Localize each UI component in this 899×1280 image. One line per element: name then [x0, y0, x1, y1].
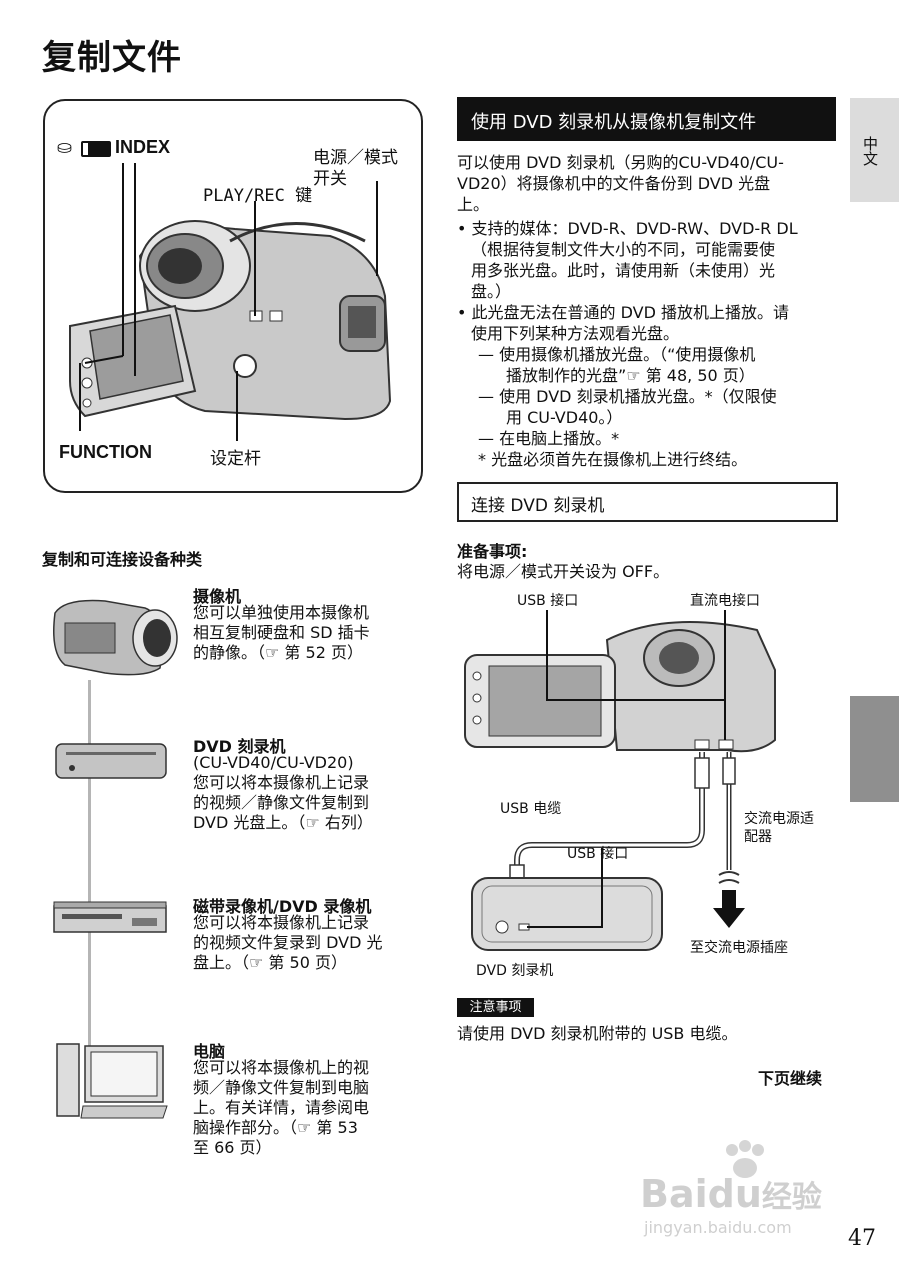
device-desc-line: 相互复制硬盘和 SD 插卡 — [193, 623, 370, 642]
devices-heading: 复制和可连接设备种类 — [42, 550, 203, 569]
text-line: 用 CU-VD40。） — [506, 408, 623, 427]
device-desc-line: 盘上。（☞ 第 50 页） — [193, 953, 347, 972]
continued-label: 下页继续 — [758, 1069, 823, 1088]
baidu-watermark: Baidu经验 jingyan.baidu.com — [640, 1140, 850, 1240]
device-description: 您可以将本摄像机上记录 的视频文件复录到 DVD 光 盘上。（☞ 第 50 页） — [193, 913, 413, 973]
watermark-text: 经验 — [761, 1180, 822, 1215]
usb-port-label: USB 接口 — [517, 593, 579, 609]
camera-controls-diagram: ⛀ INDEX 电源／模式 开关 PLAY/REC 键 FUNCTION 设定杆 — [43, 99, 423, 493]
section-tab — [850, 696, 899, 802]
outlet-label: 至交流电源插座 — [690, 940, 788, 956]
connection-diagram — [464, 610, 776, 951]
device-desc-line: 的视频文件复录到 DVD 光 — [193, 933, 383, 952]
text-line: 上。 — [457, 195, 490, 214]
watermark-url: jingyan.baidu.com — [644, 1218, 792, 1237]
computer-icon — [56, 1043, 168, 1119]
device-description: 您可以单独使用本摄像机 相互复制硬盘和 SD 插卡 的静像。（☞ 第 52 页） — [193, 603, 413, 663]
text-line: VD20）将摄像机中的文件备份到 DVD 光盘 — [457, 174, 771, 193]
device-desc-line: 您可以单独使用本摄像机 — [193, 603, 370, 622]
text-line: — 在电脑上播放。* — [478, 429, 620, 448]
playback-bullet: • 此光盘无法在普通的 DVD 播放机上播放。请 使用下列某种方法观看光盘。 — [457, 302, 842, 344]
text-line: 用多张光盘。此时，请使用新（未使用）光 — [471, 261, 776, 280]
section-heading-text: 使用 DVD 刻录机从摄像机复制文件 — [471, 112, 757, 133]
section-heading: 使用 DVD 刻录机从摄像机复制文件 — [457, 97, 836, 141]
device-desc-line: 脑操作部分。（☞ 第 53 — [193, 1118, 358, 1137]
device-desc-line: 您可以将本摄像机上的视 — [193, 1058, 370, 1077]
vcr-icon — [53, 901, 167, 933]
text-line: • 支持的媒体：DVD-R、DVD-RW、DVD-R DL — [457, 219, 798, 238]
prep-text: 将电源／模式开关设为 OFF。 — [457, 562, 670, 581]
language-tab: 中文 — [850, 98, 899, 202]
text-line: （根据待复制文件大小的不同，可能需要使 — [471, 240, 776, 259]
text-line: 盘。） — [471, 282, 512, 301]
text-line: 可以使用 DVD 刻录机（另购的CU-VD40/CU- — [457, 153, 784, 172]
media-bullet: • 支持的媒体：DVD-R、DVD-RW、DVD-R DL （根据待复制文件大小… — [457, 218, 842, 302]
battery-icon — [81, 141, 111, 157]
dvd-writer-label: DVD 刻录机 — [476, 963, 554, 979]
device-desc-line: 的静像。（☞ 第 52 页） — [193, 643, 363, 662]
dvd-writer-icon — [55, 743, 167, 779]
footnote-text: * 光盘必须首先在摄像机上进行终结。 — [478, 450, 748, 469]
set-lever-label: 设定杆 — [210, 449, 261, 469]
text-line: 使用下列某种方法观看光盘。 — [471, 324, 680, 343]
device-title: 摄像机 — [193, 587, 242, 606]
prep-title: 准备事项: — [457, 542, 528, 561]
power-switch-label: 电源／模式 — [313, 148, 398, 168]
camcorder-icon — [53, 599, 178, 676]
intro-paragraph: 可以使用 DVD 刻录机（另购的CU-VD40/CU- VD20）将摄像机中的文… — [457, 152, 842, 215]
page-title: 复制文件 — [42, 38, 182, 78]
device-title: 磁带录像机/DVD 录像机 — [193, 897, 372, 916]
camcorder-illustration — [69, 163, 392, 441]
playrec-button-label: PLAY/REC 键 — [203, 186, 313, 206]
text-line: • 此光盘无法在普通的 DVD 播放机上播放。请 — [457, 303, 790, 322]
caution-text: 请使用 DVD 刻录机附带的 USB 电缆。 — [457, 1024, 738, 1043]
text-line: — 使用摄像机播放光盘。（“使用摄像机 — [478, 345, 756, 364]
device-desc-line: 频／静像文件复制到电脑 — [193, 1078, 370, 1097]
text-line: — 使用 DVD 刻录机播放光盘。*（仅限使 — [478, 387, 777, 406]
device-desc-line: 上。有关详情，请参阅电 — [193, 1098, 370, 1117]
device-description: (CU-VD40/CU-VD20) 您可以将本摄像机上记录 的视频／静像文件复制… — [193, 753, 413, 833]
watermark-text: du — [707, 1172, 762, 1216]
section-heading-text: 连接 DVD 刻录机 — [471, 496, 605, 516]
dc-port-label: 直流电接口 — [690, 593, 760, 609]
device-desc-line: 您可以将本摄像机上记录 — [193, 773, 370, 792]
hdd-icon: ⛀ — [57, 137, 73, 158]
device-desc-line: DVD 光盘上。（☞ 右列） — [193, 813, 373, 832]
language-tab-label: 中文 — [861, 136, 879, 166]
power-switch-label-2: 开关 — [313, 169, 347, 189]
page-number: 47 — [848, 1226, 876, 1251]
device-desc-line: 至 66 页） — [193, 1138, 272, 1157]
device-title: 电脑 — [193, 1042, 226, 1061]
text-line: 播放制作的光盘”☞ 第 48, 50 页） — [506, 366, 755, 385]
paw-icon — [726, 1140, 764, 1178]
watermark-logo: Baidu经验 — [640, 1172, 822, 1216]
ac-adapter-label: 交流电源适 — [744, 811, 814, 827]
function-label: FUNCTION — [59, 442, 152, 462]
playback-options: — 使用摄像机播放光盘。（“使用摄像机 播放制作的光盘”☞ 第 48, 50 页… — [478, 344, 848, 470]
device-desc-line: (CU-VD40/CU-VD20) — [193, 753, 354, 772]
caution-tag: 注意事项 — [457, 998, 534, 1017]
device-description: 您可以将本摄像机上的视 频／静像文件复制到电脑 上。有关详情，请参阅电 脑操作部… — [193, 1058, 413, 1158]
usb-cable-label: USB 电缆 — [500, 801, 562, 817]
device-desc-line: 的视频／静像文件复制到 — [193, 793, 370, 812]
usb-port-label-bottom: USB 接口 — [567, 846, 629, 862]
device-title: DVD 刻录机 — [193, 737, 286, 756]
index-label: INDEX — [115, 137, 171, 157]
section-heading: 连接 DVD 刻录机 — [457, 482, 838, 522]
device-connector-line — [88, 680, 91, 1050]
watermark-text: Bai — [640, 1172, 708, 1216]
device-desc-line: 您可以将本摄像机上记录 — [193, 913, 370, 932]
ac-adapter-label-2: 配器 — [744, 829, 772, 845]
